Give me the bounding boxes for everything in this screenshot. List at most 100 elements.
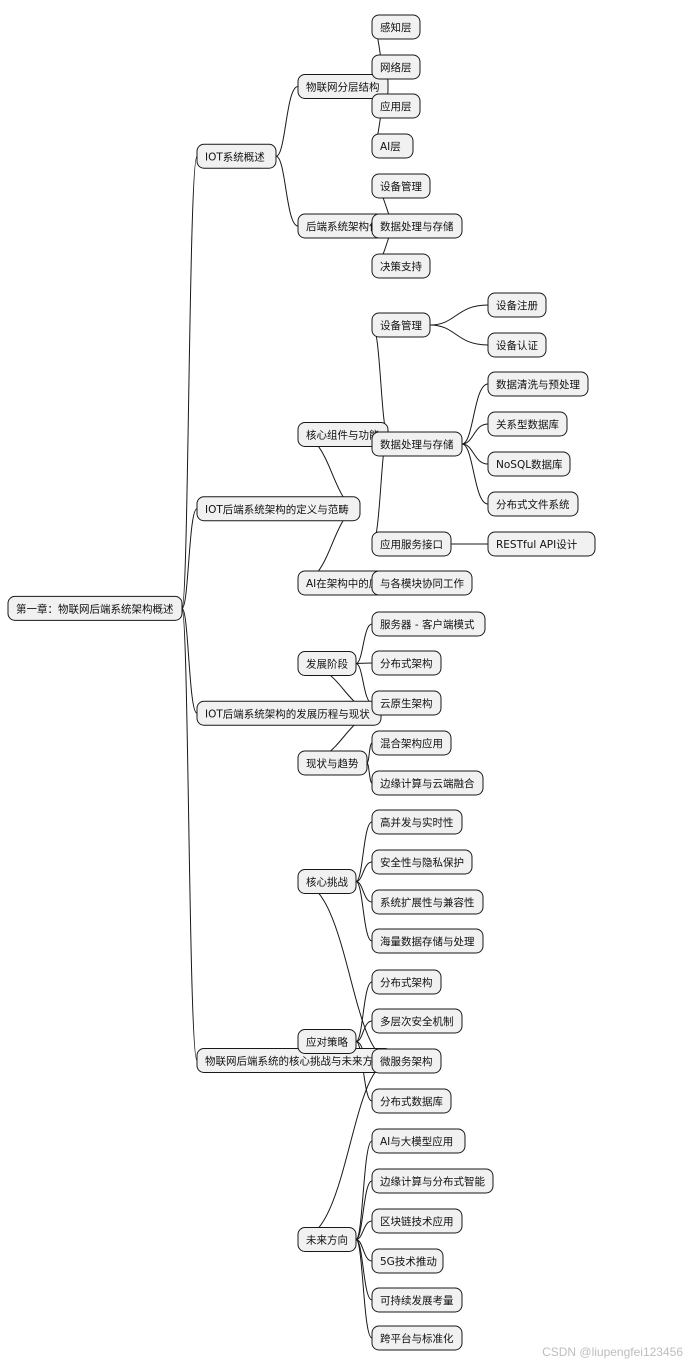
mindmap-node: 分布式数据库 xyxy=(371,1088,452,1114)
node-label: 多层次安全机制 xyxy=(380,1015,454,1028)
mindmap-node: 数据清洗与预处理 xyxy=(487,371,589,397)
node-label: 应用层 xyxy=(380,100,412,113)
node-label: 边缘计算与分布式智能 xyxy=(380,1175,485,1188)
mindmap-node: 5G技术推动 xyxy=(371,1248,444,1274)
node-label: 云原生架构 xyxy=(380,697,433,710)
node-box xyxy=(371,431,463,457)
node-label: RESTful API设计 xyxy=(496,538,578,551)
node-label: 服务器 - 客户端模式 xyxy=(380,618,475,631)
mindmap-node: 微服务架构 xyxy=(371,1048,442,1074)
node-box xyxy=(297,1227,357,1252)
connector-line xyxy=(181,155,198,609)
connector-line xyxy=(355,1239,373,1339)
node-label: 设备注册 xyxy=(496,299,538,312)
mindmap-node: 安全性与隐私保护 xyxy=(371,849,473,875)
node-label: 感知层 xyxy=(380,21,412,34)
node-box xyxy=(371,611,486,637)
connector-line xyxy=(355,662,373,664)
node-label: IOT后端系统架构的发展历程与现状 xyxy=(205,707,370,720)
node-label: 分布式数据库 xyxy=(380,1095,443,1108)
connector-line xyxy=(461,383,489,445)
mindmap-node: 云原生架构 xyxy=(371,690,442,716)
node-label: 数据清洗与预处理 xyxy=(496,378,580,391)
node-label: AI与大模型应用 xyxy=(380,1135,453,1148)
mindmap-node: 设备管理 xyxy=(371,312,431,338)
node-label: 高并发与实时性 xyxy=(380,816,454,829)
node-label: 物联网后端系统的核心挑战与未来方向 xyxy=(205,1055,384,1068)
node-label: 第一章：物联网后端系统架构概述 xyxy=(16,602,174,615)
mindmap-node: 混合架构应用 xyxy=(371,730,452,756)
node-box xyxy=(371,650,442,676)
node-box xyxy=(371,690,442,716)
mindmap-node: 现状与趋势 xyxy=(297,750,368,776)
connector-line xyxy=(355,821,373,882)
connector-line xyxy=(429,324,489,346)
mindmap-node: NoSQL数据库 xyxy=(487,451,571,477)
connector-line xyxy=(355,663,373,704)
node-label: AI层 xyxy=(380,141,401,153)
mindmap-node: 应用服务接口 xyxy=(371,531,452,557)
node-box xyxy=(7,595,183,621)
mindmap-node: IOT后端系统架构的定义与范畴 xyxy=(196,496,361,522)
node-label: IOT后端系统架构的定义与范畴 xyxy=(205,503,349,516)
node-label: 决策支持 xyxy=(380,260,422,273)
connector-line xyxy=(366,762,373,784)
node-box xyxy=(371,1128,466,1154)
node-label: 微服务架构 xyxy=(380,1055,433,1068)
connector-line xyxy=(429,304,489,326)
node-label: 现状与趋势 xyxy=(306,757,359,770)
node-box xyxy=(371,1088,452,1114)
connector-line xyxy=(181,607,198,1061)
node-label: 后端系统架构作用 xyxy=(306,220,390,233)
mindmap-node: 数据处理与存储 xyxy=(371,431,463,457)
connector-line xyxy=(181,607,198,714)
node-label: 可持续发展考量 xyxy=(380,1294,454,1307)
node-box xyxy=(371,849,473,875)
node-box xyxy=(371,889,484,915)
node-label: 与各模块协同工作 xyxy=(380,577,464,590)
node-box xyxy=(371,93,421,119)
node-label: IOT系统概述 xyxy=(205,150,265,163)
node-box xyxy=(371,1168,494,1194)
node-label: NoSQL数据库 xyxy=(496,458,563,471)
mindmap-node: 网络层 xyxy=(371,54,421,80)
node-label: 物联网分层结构 xyxy=(306,81,380,94)
connector-line xyxy=(181,508,198,609)
node-box xyxy=(371,1048,442,1074)
mindmap-node: 分布式架构 xyxy=(371,969,442,995)
connector-line xyxy=(275,155,299,227)
connector-line xyxy=(355,981,373,1042)
mindmap-node: 区块链技术应用 xyxy=(371,1208,463,1234)
mindmap-node: 发展阶段 xyxy=(297,651,357,676)
node-box xyxy=(487,411,568,437)
node-box xyxy=(196,143,277,169)
node-label: 海量数据存储与处理 xyxy=(380,935,475,948)
node-label: 应用服务接口 xyxy=(380,538,443,551)
mindmap-node: AI层 xyxy=(371,133,414,159)
mindmap-node: 核心挑战 xyxy=(297,869,357,894)
node-box xyxy=(371,14,421,40)
mindmap-node: 高并发与实时性 xyxy=(371,809,463,835)
mindmap-node: 设备注册 xyxy=(487,292,547,318)
node-label: 未来方向 xyxy=(306,1234,348,1247)
node-label: 网络层 xyxy=(380,61,412,74)
connector-line xyxy=(461,443,489,505)
node-label: 关系型数据库 xyxy=(496,418,559,431)
node-label: 混合架构应用 xyxy=(380,737,443,750)
node-box xyxy=(371,809,463,835)
mindmap-node: 物联网后端系统的核心挑战与未来方向 xyxy=(196,1048,393,1073)
mindmap-node: 边缘计算与云端融合 xyxy=(371,770,484,796)
root-node: 第一章：物联网后端系统架构概述 xyxy=(7,595,183,621)
connector-line xyxy=(355,1020,373,1042)
node-label: 安全性与隐私保护 xyxy=(380,856,464,869)
node-box xyxy=(371,54,421,80)
node-box xyxy=(487,371,589,397)
node-label: 系统扩展性与兼容性 xyxy=(380,896,475,909)
mindmap-node: 分布式文件系统 xyxy=(487,491,579,517)
node-box xyxy=(371,133,414,159)
mindmap-node: 核心组件与功能 xyxy=(297,422,389,447)
node-box xyxy=(371,969,442,995)
node-label: 5G技术推动 xyxy=(380,1255,437,1268)
mindmap-node: 应对策略 xyxy=(297,1029,357,1054)
